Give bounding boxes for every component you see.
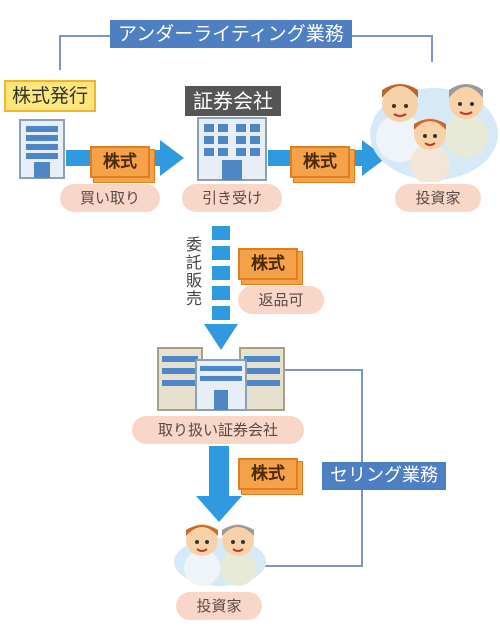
stock-tag-3: 株式 xyxy=(238,248,298,280)
handling-company-buildings-icon xyxy=(157,347,285,411)
pill-underwrite: 引き受け xyxy=(182,184,282,212)
underwriting-banner: アンダーライティング業務 xyxy=(110,20,352,48)
consignment-sales-label: 委託販売 xyxy=(183,236,202,308)
stock-tag-2: 株式 xyxy=(290,146,350,178)
issuer-label: 株式発行 xyxy=(4,80,97,112)
pill-investor-top: 投資家 xyxy=(395,184,481,212)
stock-tag-4: 株式 xyxy=(238,458,298,490)
dashed-arrow-down xyxy=(204,226,238,350)
investors-group-icon xyxy=(370,84,498,182)
handling-company-pill: 取り扱い証券会社 xyxy=(132,416,304,444)
securities-company-label: 証券会社 xyxy=(185,86,281,116)
issuer-building-icon xyxy=(19,119,65,179)
selling-banner: セリング業務 xyxy=(322,462,446,490)
securities-building-icon xyxy=(197,117,267,181)
arrow-down-to-investors xyxy=(196,446,242,522)
returnable-pill: 返品可 xyxy=(238,286,324,314)
pill-buy: 買い取り xyxy=(60,184,160,212)
pill-investor-bottom: 投資家 xyxy=(176,592,262,620)
stock-tag-1: 株式 xyxy=(90,146,150,178)
investors-bottom-icon xyxy=(174,524,266,586)
